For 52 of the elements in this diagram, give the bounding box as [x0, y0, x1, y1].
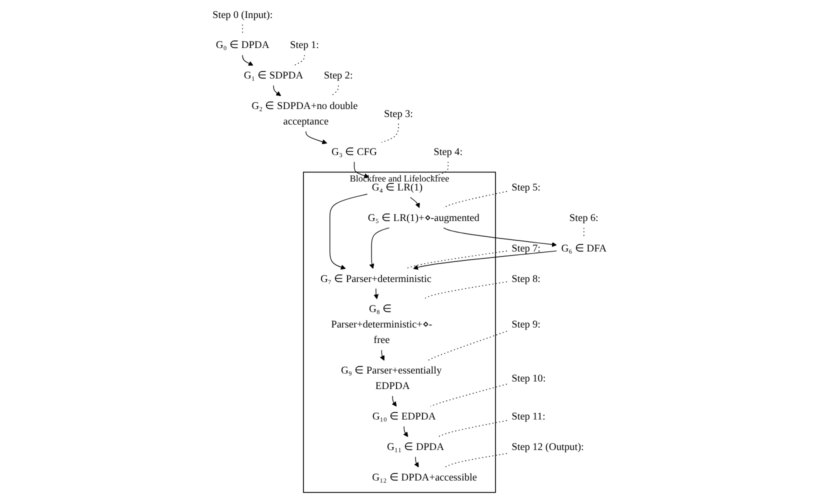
node-text: G₉ ∈ Parser+essentially EDPDA — [340, 364, 442, 392]
node-text: G₁₁ ∈ DPDA — [386, 440, 444, 452]
connector — [242, 24, 243, 36]
node-text: Step 6: — [569, 212, 598, 224]
arrow — [374, 288, 379, 300]
node-text: Step 7: — [512, 242, 541, 254]
connector — [294, 54, 305, 66]
connector — [444, 453, 508, 468]
connector — [330, 85, 339, 96]
arrow — [273, 85, 282, 96]
node-text: Step 1: — [290, 39, 320, 51]
node-text: Step 5: — [512, 181, 541, 193]
node-text: Step 4: — [434, 146, 463, 158]
node-text: Step 2: — [324, 69, 353, 81]
connector — [426, 162, 448, 179]
connector — [438, 420, 508, 438]
arrow — [392, 396, 397, 407]
arrow — [369, 228, 390, 269]
arrow — [354, 162, 370, 178]
node-text: G₁₀ ∈ EDPDA — [372, 410, 436, 422]
node-text: G₄ ∈ LR(1) — [372, 181, 423, 193]
connector — [430, 384, 508, 407]
arrow — [242, 54, 254, 66]
node-text: Step 10: — [512, 372, 546, 384]
connector — [443, 191, 508, 208]
node-text: Step 11: — [512, 410, 546, 422]
node-text: G₇ ∈ Parser+deterministic — [320, 272, 432, 284]
node-text: Step 3: — [384, 108, 413, 120]
node-text: G₃ ∈ CFG — [332, 146, 378, 158]
node-text: Step 0 (Input): — [212, 8, 273, 20]
arrow — [413, 250, 557, 270]
node-text: G₁ ∈ SDPDA — [244, 69, 304, 81]
node-text: G₀ ∈ DPDA — [216, 39, 270, 51]
node-text: G₂ ∈ SDPDA+no double acceptance — [252, 100, 358, 127]
arrow — [410, 197, 420, 208]
node-text: G₅ ∈ LR(1)+⋄-augmented — [368, 212, 480, 224]
node-text: G₈ ∈ Parser+deterministic+⋄-free — [331, 303, 432, 346]
arrow — [403, 426, 408, 437]
node-text: G₁₂ ∈ DPDA+accessible — [372, 471, 477, 483]
node-text: Step 12 (Output): — [512, 440, 584, 452]
arrow — [306, 131, 328, 144]
node-text: Step 8: — [512, 272, 541, 284]
node-text: Step 9: — [512, 318, 541, 330]
connector — [381, 123, 399, 143]
connector — [405, 250, 508, 269]
arrow — [414, 456, 419, 468]
arrow — [330, 194, 368, 270]
arrow — [380, 350, 384, 361]
connector — [428, 330, 508, 361]
node-text: G₆ ∈ DFA — [561, 242, 607, 254]
arrow — [443, 228, 557, 247]
connector — [424, 281, 508, 300]
